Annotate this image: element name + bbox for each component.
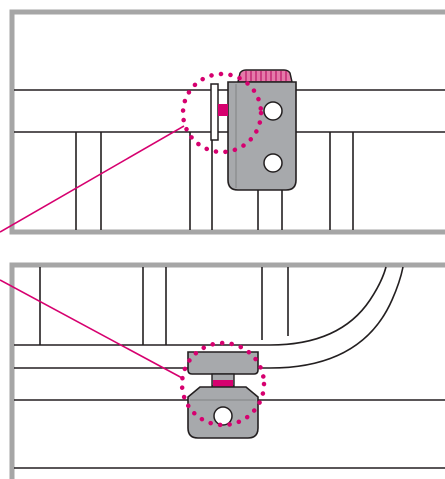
- bottom-callout-circle: [179, 340, 267, 428]
- clip-top-plate: [187, 351, 259, 375]
- bottom-curved-rails: [14, 266, 404, 369]
- bottom-panel: [9, 262, 445, 479]
- leader-lines: [0, 125, 185, 380]
- knurl-ticks: [245, 71, 287, 81]
- pink-connector-bottom: [213, 380, 233, 387]
- leader-line-top: [0, 125, 185, 233]
- clip-hole-lower: [263, 153, 283, 173]
- top-callout-circle: [180, 71, 264, 155]
- bottom-panel-frame: [9, 262, 445, 479]
- bottom-posts: [39, 267, 289, 345]
- leader-line-bottom: [0, 279, 185, 380]
- clip-base-hole: [213, 406, 233, 426]
- clip-hole-upper: [263, 101, 283, 121]
- top-panel-frame: [9, 9, 445, 235]
- top-posts: [75, 132, 354, 230]
- hinge-pin-plate: [210, 83, 219, 141]
- pink-connector: [218, 104, 228, 116]
- clip-body: [227, 81, 297, 191]
- top-panel: [9, 9, 445, 235]
